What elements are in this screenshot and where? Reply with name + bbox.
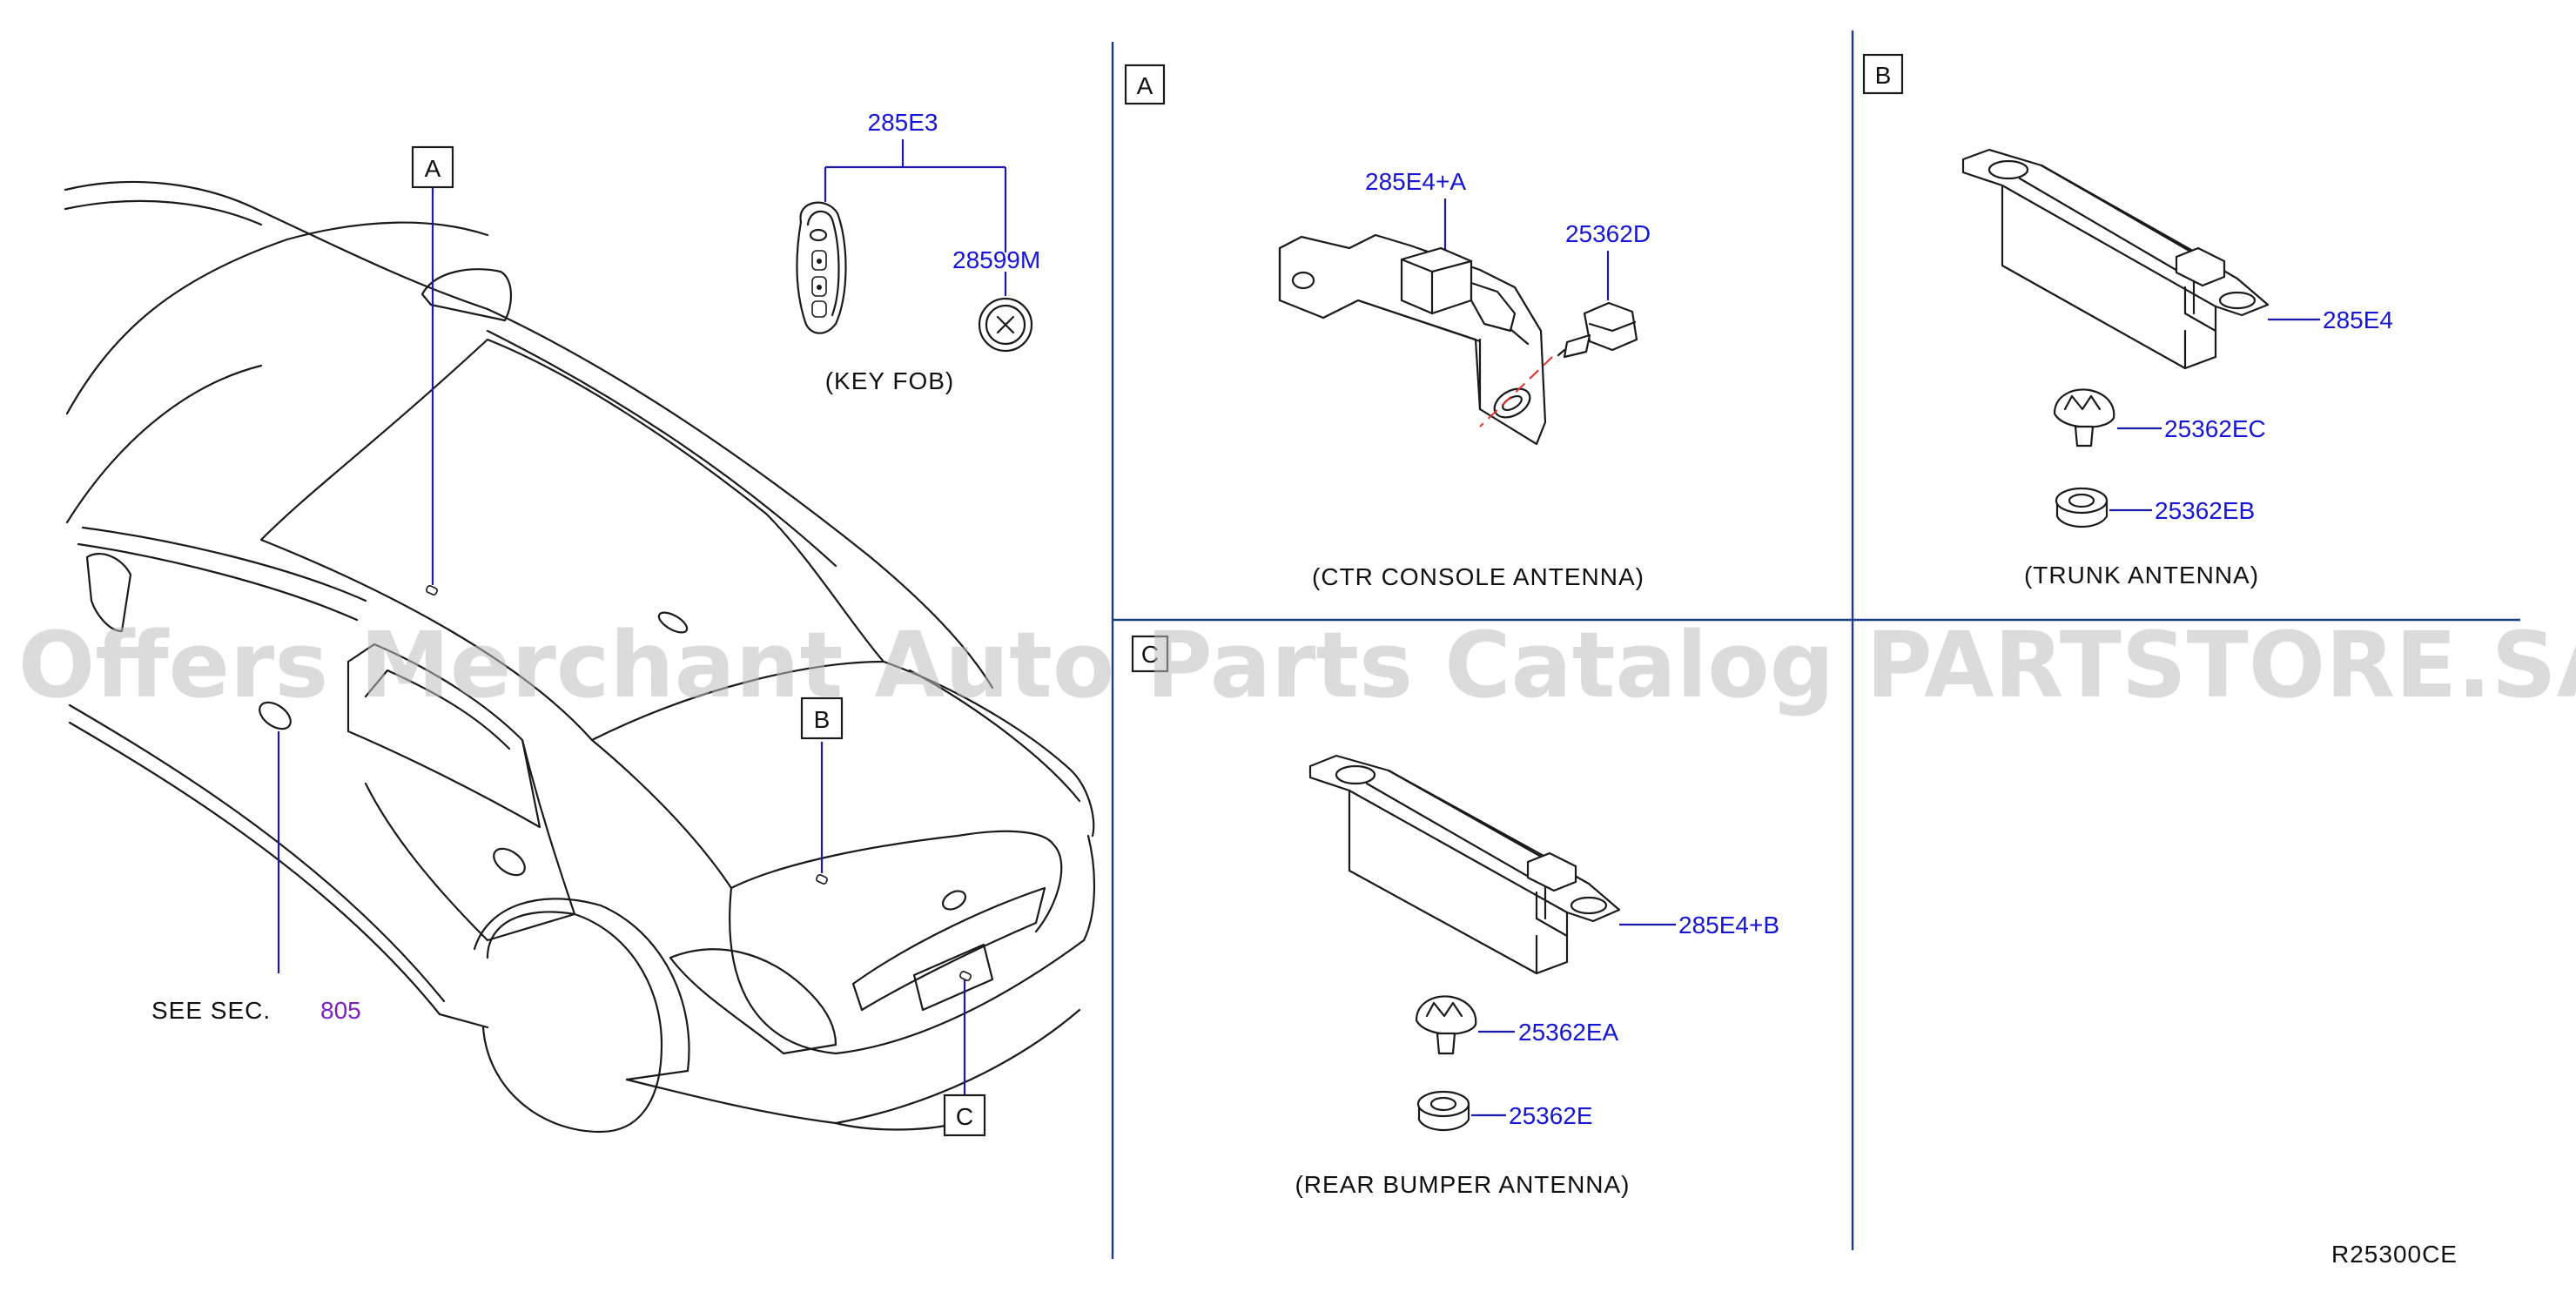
part-25362EC[interactable]: 25362EC — [2164, 415, 2266, 442]
nut-25362EB-icon — [2055, 487, 2109, 528]
coin-battery-icon — [978, 297, 1033, 353]
svg-text:A: A — [425, 155, 441, 182]
part-285E4[interactable]: 285E4 — [2323, 306, 2393, 333]
watermark-text: Offers Merchant Auto Parts Catalog PARTS… — [18, 612, 2576, 718]
vehicle-callouts: A B C SEE SEC. 805 — [151, 145, 986, 1137]
key-fob-group: 285E3 28599M (KEY FOB) — [796, 109, 1040, 394]
bolt-25362D-icon — [1557, 301, 1638, 359]
svg-text:B: B — [814, 706, 831, 733]
diagram-code: R25300CE — [2331, 1241, 2458, 1268]
part-285E4-B[interactable]: 285E4+B — [1678, 912, 1779, 939]
panel-c-rear-bumper-antenna: C 285E4+B 25362EA 25362E ( — [1131, 635, 1779, 1198]
callout-a-panel[interactable]: A — [1124, 64, 1166, 105]
svg-text:C: C — [956, 1103, 973, 1130]
callout-b-car[interactable]: B — [800, 696, 844, 740]
clip-25362EC-icon — [2053, 388, 2115, 447]
see-sec-label: SEE SEC. — [151, 997, 271, 1024]
callout-b-panel[interactable]: B — [1862, 53, 1904, 95]
clip-25362EA-icon — [1415, 995, 1477, 1055]
part-285E3[interactable]: 285E3 — [868, 109, 938, 136]
console-antenna-bracket-icon — [1278, 233, 1547, 446]
part-25362EA[interactable]: 25362EA — [1518, 1019, 1619, 1046]
caption-key-fob: (KEY FOB) — [825, 367, 955, 394]
trunk-antenna-body-icon — [1961, 148, 2270, 370]
key-fob-icon — [796, 201, 847, 334]
vehicle-illustration — [64, 180, 1096, 1134]
nut-25362E-icon — [1416, 1090, 1470, 1132]
svg-text:A: A — [1137, 72, 1153, 99]
panel-dividers — [1111, 30, 2520, 1259]
svg-text:C: C — [1141, 641, 1159, 668]
callout-a-car[interactable]: A — [411, 145, 454, 189]
panel-a-console-antenna: A 285E4+A 25362D (C — [1124, 64, 1651, 590]
svg-text:B: B — [1875, 62, 1892, 89]
caption-trunk-antenna: (TRUNK ANTENNA) — [2024, 562, 2259, 589]
part-285E4-A[interactable]: 285E4+A — [1365, 168, 1466, 195]
rear-bumper-antenna-body-icon — [1308, 754, 1621, 975]
caption-ctr-console-antenna: (CTR CONSOLE ANTENNA) — [1312, 563, 1644, 590]
see-sec-link[interactable]: 805 — [320, 997, 361, 1024]
part-25362EB[interactable]: 25362EB — [2155, 497, 2255, 524]
caption-rear-bumper-antenna: (REAR BUMPER ANTENNA) — [1295, 1171, 1630, 1198]
panel-b-trunk-antenna: B 285E4 25362EC 25362EB (T — [1862, 53, 2393, 589]
part-25362D[interactable]: 25362D — [1565, 220, 1651, 247]
part-25362E[interactable]: 25362E — [1509, 1102, 1593, 1129]
callout-c-car[interactable]: C — [943, 1093, 986, 1137]
callout-c-panel[interactable]: C — [1131, 635, 1169, 673]
part-28599M[interactable]: 28599M — [952, 246, 1040, 273]
